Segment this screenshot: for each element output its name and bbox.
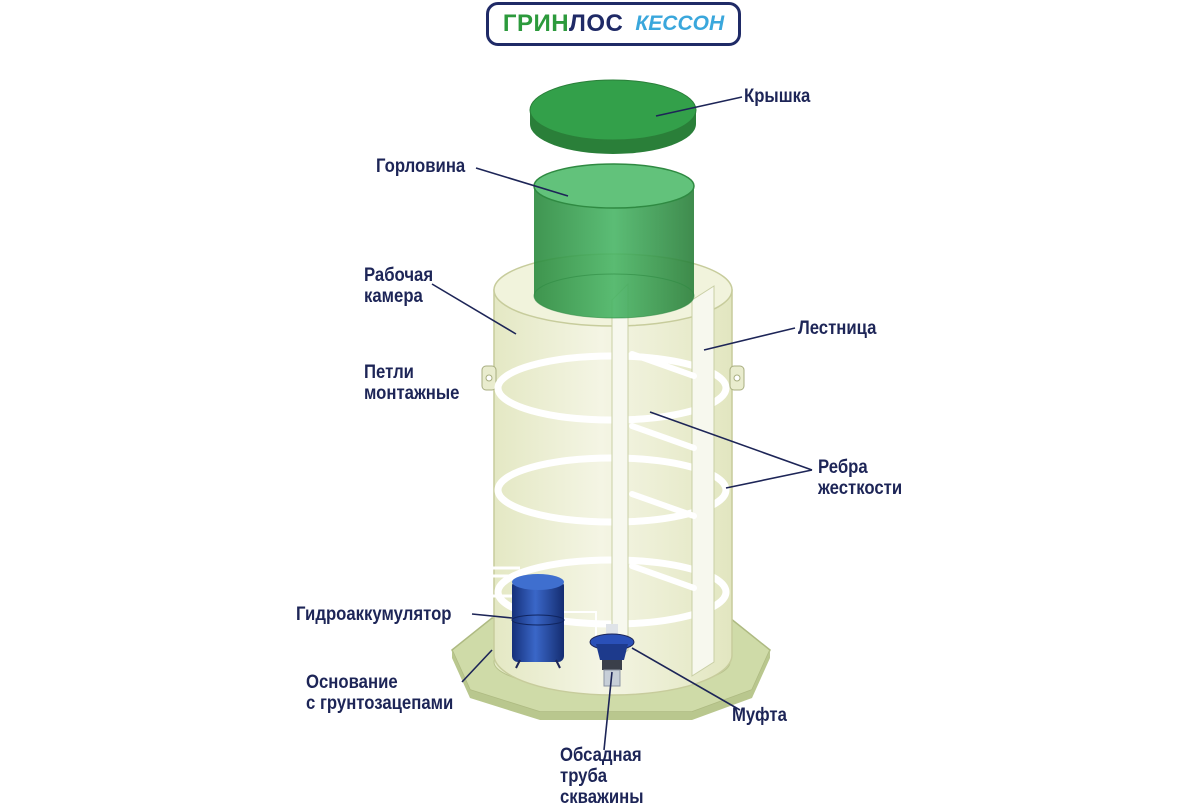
label-lid: Крышка: [744, 86, 811, 107]
label-casing-pipe: Обсадная труба скважины: [560, 745, 644, 808]
lifting-loops: [481, 365, 745, 391]
label-base: Основание с грунтозацепами: [306, 672, 454, 714]
label-ribs: Ребра жесткости: [818, 457, 903, 499]
brand-name-part2: ЛОС: [569, 10, 624, 37]
label-lifting-loops: Петли монтажные: [364, 362, 460, 404]
brand-name: ГРИНЛОС: [503, 10, 624, 38]
brand-name-part1: ГРИН: [502, 10, 570, 37]
ladder: [611, 282, 715, 677]
label-chamber: Рабочая камера: [364, 265, 434, 307]
leader-lines: [431, 96, 813, 751]
label-accumulator: Гидроаккумулятор: [296, 604, 452, 625]
brand-product: КЕССОН: [635, 12, 725, 35]
label-neck: Горловина: [376, 156, 466, 177]
label-coupling: Муфта: [732, 705, 787, 726]
inlet-pipes: [464, 566, 520, 598]
label-ladder: Лестница: [798, 318, 877, 339]
hydraulic-accumulator: [511, 574, 597, 669]
neck: [533, 163, 695, 319]
lid: [529, 79, 697, 154]
coupling: [589, 624, 635, 670]
brand-logo: ГРИНЛОС КЕССОН: [486, 2, 741, 46]
